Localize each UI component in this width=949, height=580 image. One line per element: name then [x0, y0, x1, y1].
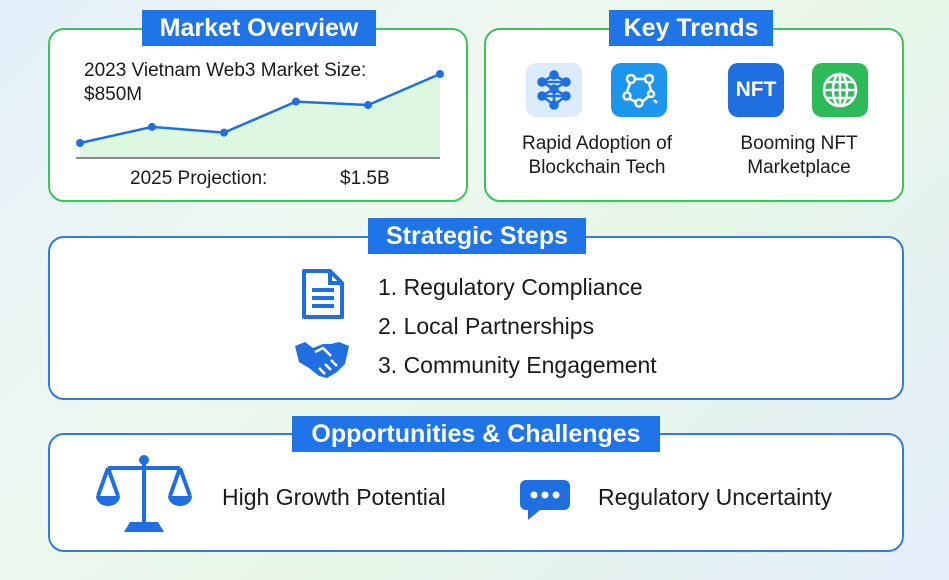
- globe-icon: [812, 63, 868, 117]
- trend-label-nft: Booming NFT Marketplace: [716, 132, 882, 180]
- nft-icon: NFT: [728, 63, 784, 117]
- chat-bubble-icon: [520, 480, 570, 520]
- handshake-icon: [295, 342, 349, 378]
- chart-point: [292, 97, 300, 106]
- trend-label-blockchain: Rapid Adoption of Blockchain Tech: [512, 132, 682, 180]
- projection-label: 2025 Projection:: [130, 168, 268, 189]
- opportunity-text: High Growth Potential: [222, 484, 446, 510]
- challenge-text: Regulatory Uncertainty: [598, 484, 832, 510]
- trend-label-line: Marketplace: [747, 157, 851, 178]
- step-item: 1. Regulatory Compliance: [378, 274, 643, 300]
- market-overview-title: Market Overview: [142, 10, 376, 46]
- projection-value: $1.5B: [340, 168, 390, 189]
- chart-point: [148, 122, 156, 131]
- key-trends-title: Key Trends: [609, 10, 773, 46]
- market-size-label: 2023 Vietnam Web3 Market Size:: [84, 60, 367, 81]
- trend-label-line: Booming NFT: [740, 133, 858, 154]
- network-icon: [526, 63, 582, 117]
- document-icon: [302, 269, 344, 319]
- market-trend-chart: [76, 70, 444, 159]
- market-size-value: $850M: [84, 84, 143, 105]
- trend-label-line: Blockchain Tech: [528, 157, 666, 178]
- chart-point: [436, 70, 444, 78]
- chart-area-fill: [80, 74, 440, 158]
- chart-point: [364, 101, 372, 110]
- opportunities-title: Opportunities & Challenges: [292, 416, 660, 452]
- chart-line: [79, 72, 441, 145]
- chart-point: [76, 139, 84, 147]
- nft-icon-text: NFT: [735, 78, 777, 101]
- strategic-steps-title: Strategic Steps: [368, 218, 586, 254]
- step-item: 3. Community Engagement: [378, 352, 657, 378]
- chart-point: [220, 128, 228, 137]
- step-item: 2. Local Partnerships: [378, 313, 595, 339]
- trend-label-line: Rapid Adoption of: [521, 133, 672, 154]
- scales-icon: [96, 455, 192, 532]
- blockchain-nodes-icon: [611, 63, 667, 117]
